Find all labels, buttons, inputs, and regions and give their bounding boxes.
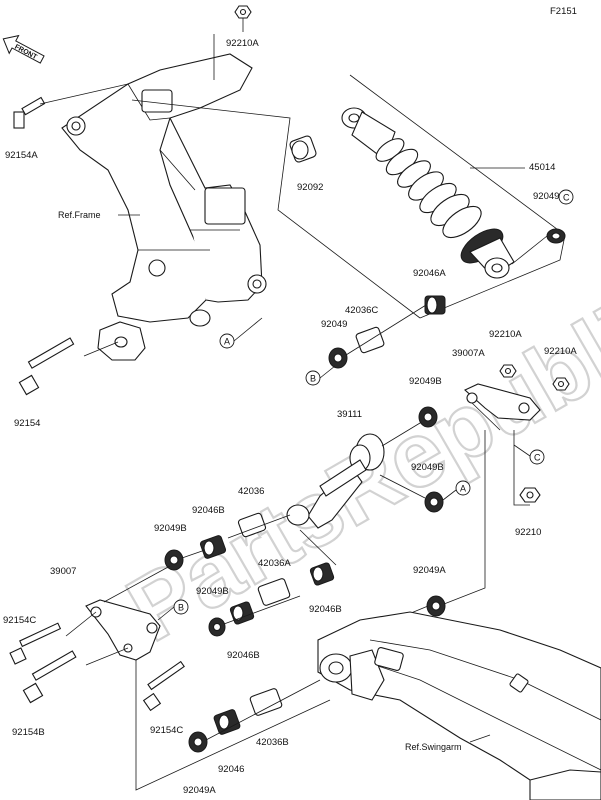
figure-code: F2151 <box>550 6 577 17</box>
bolt-92154B <box>22 650 77 704</box>
part-label: 92049B <box>196 586 229 597</box>
part-label: 92154C <box>3 615 36 626</box>
plate-39007 <box>85 599 161 661</box>
part-label: 92046A <box>413 268 446 279</box>
front-arrow-icon: FRONT <box>2 34 45 64</box>
svg-text:B: B <box>310 374 316 384</box>
part-label: 92210 <box>515 527 541 538</box>
svg-text:B: B <box>178 603 184 613</box>
washer-92049-right <box>546 228 566 244</box>
part-label: 92154 <box>14 418 40 429</box>
badge-C-2: C <box>529 449 545 465</box>
part-label: 92049B <box>411 462 444 473</box>
shock-absorber-45014 <box>341 107 515 279</box>
ref-swingarm-label: Ref.Swingarm <box>405 742 462 752</box>
frame-illustration <box>61 53 267 361</box>
nut-92210A-right <box>552 377 570 391</box>
svg-text:C: C <box>534 453 541 463</box>
badge-A-2: A <box>455 480 471 496</box>
washer-92049A-2 <box>188 731 208 753</box>
svg-text:A: A <box>460 484 466 494</box>
part-label: 92210A <box>226 38 259 49</box>
washer-92049-left <box>328 347 348 369</box>
part-label: 92210A <box>544 346 577 357</box>
bolt-92154C-2 <box>142 660 185 712</box>
bearing-92046B-3 <box>229 601 255 625</box>
washer-92049B-4 <box>208 617 226 637</box>
bearing-92046 <box>213 709 241 735</box>
part-label: 39111 <box>337 409 362 420</box>
part-label: 92046B <box>227 650 260 661</box>
nut-92210A-mid <box>499 364 517 378</box>
part-label: 92049B <box>409 376 442 387</box>
part-label: 92210A <box>489 329 522 340</box>
part-label: 42036 <box>238 486 264 497</box>
collar-42036A <box>257 578 291 606</box>
washer-92049B-3 <box>164 549 184 571</box>
ref-frame-label: Ref.Frame <box>58 210 101 220</box>
part-label: 92046B <box>192 505 225 516</box>
bolt-92154 <box>18 337 75 396</box>
bearing-92046B-1 <box>199 535 227 559</box>
bolt-92154C-1 <box>9 622 62 665</box>
part-label: 92092 <box>297 182 323 193</box>
part-labels: 92210A 92154A 92092 45014 92049 92046A 4… <box>3 38 577 796</box>
part-label: 42036B <box>256 737 289 748</box>
part-label: 92049A <box>183 785 216 796</box>
part-label: 39007 <box>50 566 76 577</box>
part-label: 92049 <box>321 319 347 330</box>
washer-92049B-1 <box>418 406 438 428</box>
rocker-arm-39111 <box>286 433 385 529</box>
svg-text:A: A <box>224 337 230 347</box>
nut-92210 <box>519 487 541 503</box>
badge-C-1: C <box>558 189 574 205</box>
badge-B-1: B <box>305 370 321 386</box>
badge-B-2: B <box>173 599 189 615</box>
collar-42036 <box>237 512 267 538</box>
collar-92092 <box>289 135 317 163</box>
part-label: 92046 <box>218 764 244 775</box>
collar-42036B <box>249 688 283 716</box>
washer-92049B-2 <box>424 491 444 513</box>
svg-text:C: C <box>563 193 570 203</box>
badge-A-1: A <box>219 333 235 349</box>
part-label: 45014 <box>529 162 555 173</box>
swingarm-illustration <box>317 611 601 800</box>
part-label: 92046B <box>309 604 342 615</box>
part-label: 42036C <box>345 305 378 316</box>
part-label: 39007A <box>452 348 485 359</box>
part-label: 92154C <box>150 725 183 736</box>
part-label: 92154B <box>12 727 45 738</box>
bolt-92154A <box>13 96 46 129</box>
part-label: 92049 <box>533 191 559 202</box>
bearing-92046A <box>424 295 446 315</box>
washer-92049A-1 <box>426 595 446 617</box>
part-label: 92049B <box>154 523 187 534</box>
plate-39007A <box>464 383 541 421</box>
part-label: 92049A <box>413 565 446 576</box>
part-label: 92154A <box>5 150 38 161</box>
nut-92210A-top <box>234 5 252 19</box>
bearing-92046B-2 <box>309 562 335 586</box>
part-label: 42036A <box>258 558 291 569</box>
